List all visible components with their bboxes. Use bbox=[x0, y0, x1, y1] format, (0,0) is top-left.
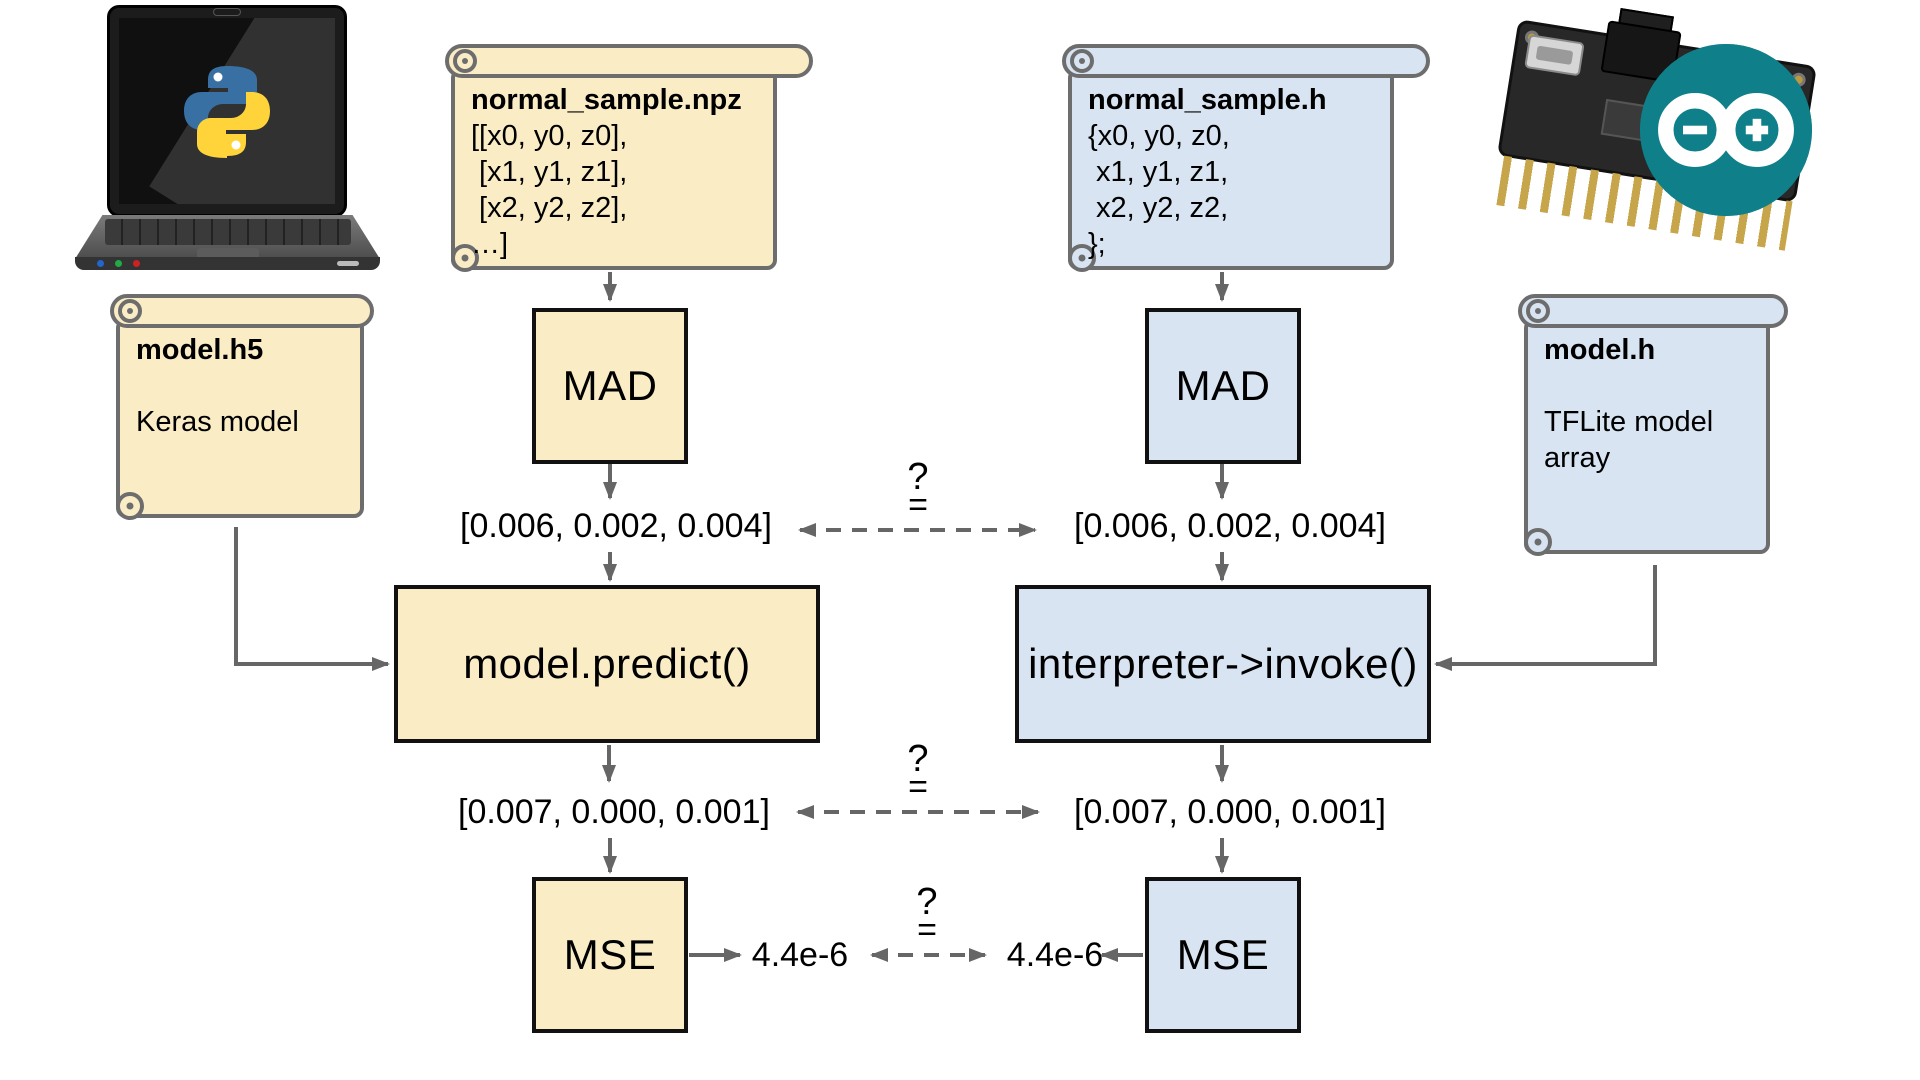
led-green bbox=[115, 260, 122, 267]
box-label: MAD bbox=[562, 362, 658, 409]
equals-sign: = bbox=[917, 911, 937, 949]
code-line: }; bbox=[1088, 228, 1106, 260]
code-line: [x1, y1, z1], bbox=[471, 156, 628, 188]
file-title: normal_sample.h bbox=[1088, 84, 1327, 116]
code-line: …] bbox=[471, 228, 509, 260]
box-label: MSE bbox=[1176, 931, 1270, 978]
question-mark: ? bbox=[907, 456, 929, 498]
box-mad-left: MAD bbox=[532, 308, 688, 464]
box-model-predict: model.predict() bbox=[394, 585, 820, 743]
code-line bbox=[1544, 370, 1713, 406]
box-mse-right: MSE bbox=[1145, 877, 1301, 1033]
laptop-front-edge bbox=[75, 257, 380, 270]
arduino-board-image bbox=[1488, 8, 1860, 251]
led-status bbox=[337, 261, 359, 266]
box-label: interpreter->invoke() bbox=[1028, 640, 1418, 687]
micro-usb-port bbox=[1524, 34, 1585, 77]
scroll-content: normal_sample.npz [[x0, y0, z0], [x1, y1… bbox=[471, 84, 742, 264]
code-line: Keras model bbox=[136, 406, 299, 438]
laptop-screen bbox=[119, 18, 335, 204]
code-line: TFLite model bbox=[1544, 406, 1714, 438]
scroll-content: model.h5 Keras model bbox=[136, 334, 299, 442]
box-mad-right: MAD bbox=[1145, 308, 1301, 464]
file-title: model.h bbox=[1544, 334, 1656, 366]
mse-value-right: 4.4e-6 bbox=[1006, 936, 1104, 974]
scroll-shape bbox=[1062, 44, 1430, 272]
led-blue bbox=[97, 260, 104, 267]
equals-sign: = bbox=[908, 486, 928, 524]
box-interpreter-invoke: interpreter->invoke() bbox=[1015, 585, 1431, 743]
compare-label-row1: ? = bbox=[888, 456, 948, 524]
equals-sign: = bbox=[908, 768, 928, 806]
python-logo-icon bbox=[184, 66, 270, 158]
code-line: x2, y2, z2, bbox=[1088, 192, 1229, 224]
arduino-logo-icon bbox=[1640, 44, 1812, 216]
box-label: MSE bbox=[563, 931, 657, 978]
note-model-h: model.h TFLite model array bbox=[1518, 294, 1792, 562]
scroll-shape bbox=[1518, 294, 1788, 556]
predict-output-left: [0.007, 0.000, 0.001] bbox=[458, 793, 770, 831]
scroll-shape bbox=[110, 294, 374, 520]
scroll-content: model.h TFLite model array bbox=[1544, 334, 1713, 478]
code-line: [[x0, y0, z0], bbox=[471, 120, 628, 152]
code-line: {x0, y0, z0, bbox=[1088, 120, 1230, 152]
note-normal-sample-h: normal_sample.h {x0, y0, z0, x1, y1, z1,… bbox=[1062, 44, 1434, 278]
code-line: [x2, y2, z2], bbox=[471, 192, 628, 224]
scroll-shape bbox=[445, 44, 813, 272]
arrow-mh-to-invoke bbox=[1434, 565, 1657, 671]
python-laptop-image bbox=[75, 5, 380, 270]
box-mse-left: MSE bbox=[532, 877, 688, 1033]
file-title: model.h5 bbox=[136, 334, 264, 366]
mad-output-left: [0.006, 0.002, 0.004] bbox=[460, 507, 772, 545]
scroll-content: normal_sample.h {x0, y0, z0, x1, y1, z1,… bbox=[1088, 84, 1327, 264]
led-red bbox=[133, 260, 140, 267]
file-title: normal_sample.npz bbox=[471, 84, 742, 116]
box-label: model.predict() bbox=[463, 640, 751, 687]
question-mark: ? bbox=[907, 738, 929, 780]
note-normal-sample-npz: normal_sample.npz [[x0, y0, z0], [x1, y1… bbox=[445, 44, 817, 278]
note-model-h5: model.h5 Keras model bbox=[110, 294, 378, 526]
code-line: x1, y1, z1, bbox=[1088, 156, 1229, 188]
laptop-keyboard bbox=[105, 219, 351, 245]
compare-label-row3: ? = bbox=[897, 881, 957, 949]
question-mark: ? bbox=[916, 881, 938, 923]
compare-label-row2: ? = bbox=[888, 738, 948, 806]
mse-value-left: 4.4e-6 bbox=[751, 936, 849, 974]
arrow-h5-to-predict bbox=[234, 527, 390, 671]
code-line: array bbox=[1544, 442, 1611, 474]
code-line bbox=[136, 370, 299, 406]
invoke-output-right: [0.007, 0.000, 0.001] bbox=[1074, 793, 1386, 831]
laptop-webcam bbox=[213, 8, 241, 16]
mad-output-right: [0.006, 0.002, 0.004] bbox=[1074, 507, 1386, 545]
box-label: MAD bbox=[1175, 362, 1271, 409]
